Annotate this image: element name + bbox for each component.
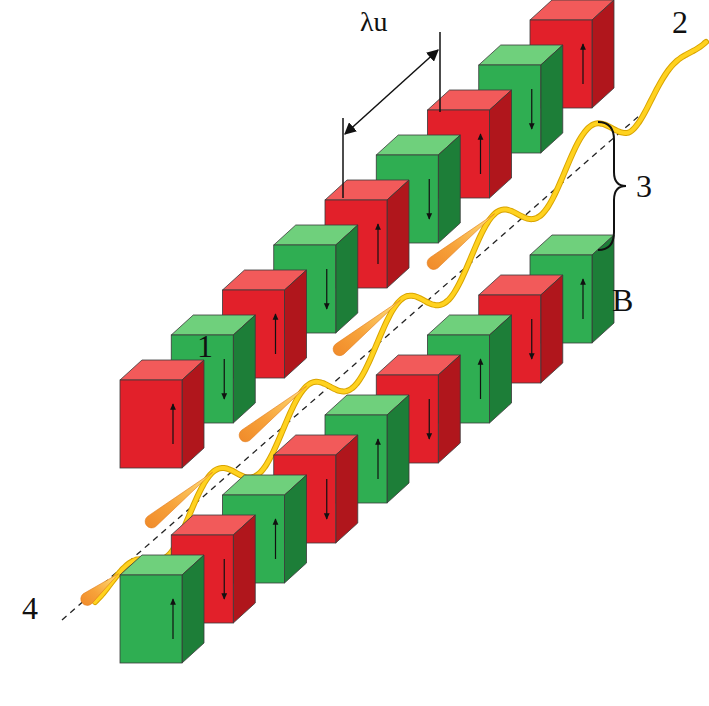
radiation-cone (239, 386, 306, 442)
magnet-side (490, 315, 512, 423)
field-arrow (275, 314, 276, 354)
lower-magnet-row (120, 235, 614, 663)
field-arrow (531, 319, 532, 359)
magnet-side (182, 555, 204, 663)
electron-beam (62, 42, 706, 620)
magnet-block (120, 360, 204, 468)
field-arrow (582, 279, 583, 319)
magnet-side (336, 225, 358, 333)
magnet-side (285, 270, 307, 378)
field-arrow (480, 134, 481, 174)
magnet-side (438, 135, 460, 243)
field-arrow (224, 559, 225, 599)
field-arrow (531, 89, 532, 129)
dimension-tick (342, 118, 344, 198)
magnet-side (438, 355, 460, 463)
callout-number: 4 (22, 592, 38, 624)
field-arrow (429, 399, 430, 439)
magnet-side (541, 275, 563, 383)
magnet-side (336, 435, 358, 543)
magnet-side (490, 90, 512, 198)
field-arrow (275, 519, 276, 559)
field-arrow (582, 44, 583, 84)
magnet-side (285, 475, 307, 583)
radiation-cone (81, 574, 119, 606)
field-arrow (172, 599, 173, 639)
electron-trajectory (95, 42, 706, 602)
dimension-tick (439, 32, 441, 112)
magnet-side (592, 0, 614, 108)
field-arrow (326, 479, 327, 519)
radiation-cone (427, 214, 494, 270)
magnet-block (120, 555, 204, 663)
callout-number: 2 (672, 6, 688, 38)
field-arrow (172, 404, 173, 444)
magnet-side (387, 395, 409, 503)
field-arrow (429, 179, 430, 219)
upper-magnet-row (120, 0, 614, 468)
magnet-face (120, 380, 182, 468)
magnet-side (233, 315, 255, 423)
field-arrow (480, 359, 481, 399)
magnet-side (233, 515, 255, 623)
magnet-side (387, 180, 409, 288)
dimension-arrow (345, 50, 438, 134)
field-arrow (377, 224, 378, 264)
magnet-face (120, 575, 182, 663)
callout-number: 1 (197, 330, 213, 362)
field-arrow (326, 269, 327, 309)
period-dimension (343, 32, 626, 250)
radiation-cone (333, 300, 400, 356)
magnet-side (182, 360, 204, 468)
callout-number: 3 (636, 170, 652, 202)
field-label: B (612, 284, 633, 316)
magnet-side (592, 235, 614, 343)
beam-edge (95, 42, 706, 602)
period-label: λu (360, 8, 388, 36)
field-arrow (377, 439, 378, 479)
magnet-side (541, 45, 563, 153)
field-arrow (224, 359, 225, 399)
gap-brace (598, 122, 626, 250)
